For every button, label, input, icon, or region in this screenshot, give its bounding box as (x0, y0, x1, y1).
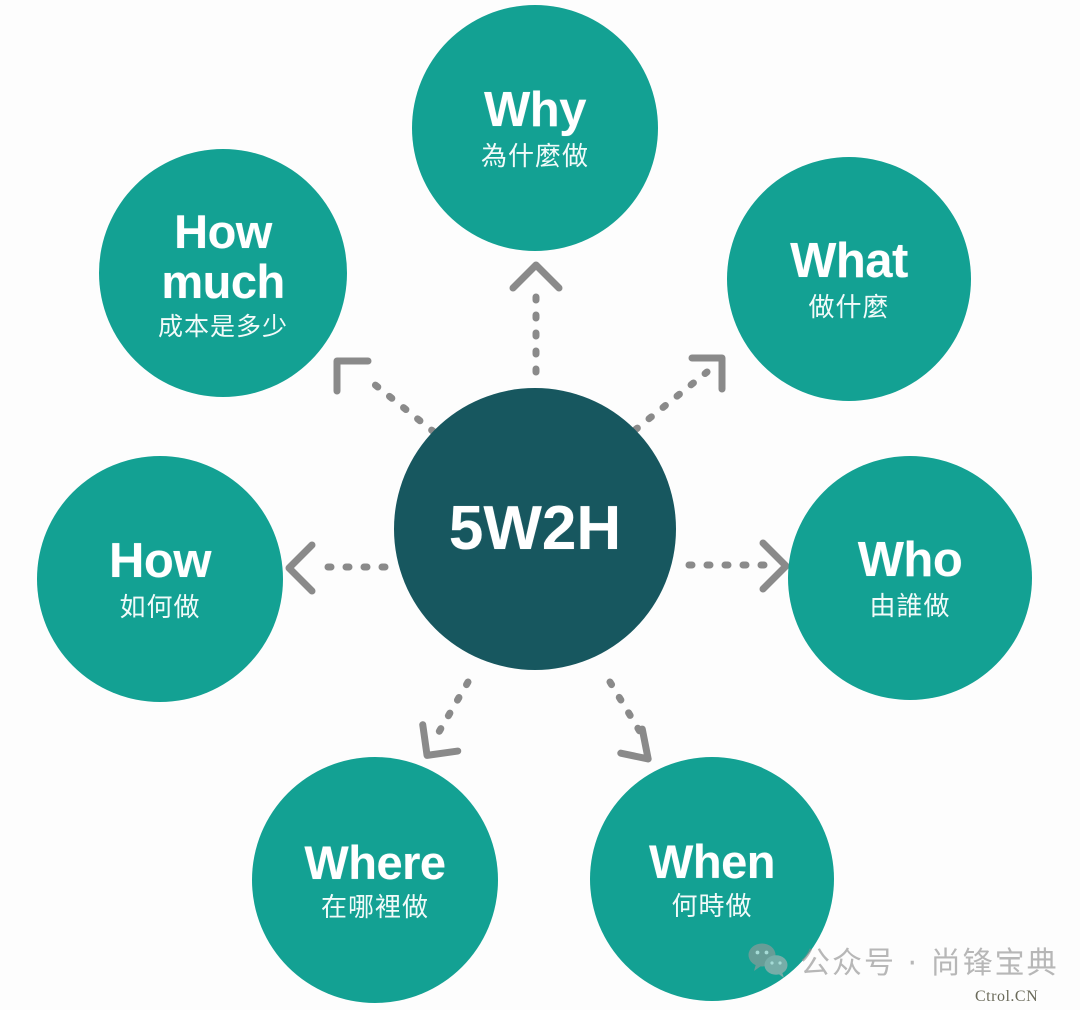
node-who-subtitle: 由誰做 (869, 592, 951, 623)
node-why[interactable]: Why 為什麼做 (412, 5, 658, 251)
node-how-much[interactable]: How much 成本是多少 (99, 149, 347, 397)
node-how-much-title: How much (161, 205, 285, 308)
node-how[interactable]: How 如何做 (37, 456, 283, 702)
node-who-title: Who (857, 532, 963, 587)
hub-node-5w2h[interactable]: 5W2H (394, 388, 676, 670)
node-where[interactable]: Where 在哪裡做 (252, 757, 498, 1003)
node-what-title: What (790, 233, 908, 288)
node-what[interactable]: What 做什麼 (727, 157, 971, 401)
watermark-badge: Ctrol.CN (975, 988, 1039, 1005)
node-where-subtitle: 在哪裡做 (320, 893, 429, 924)
node-who[interactable]: Who 由誰做 (788, 456, 1032, 700)
node-how-subtitle: 如何做 (119, 593, 201, 624)
node-when-title: When (649, 834, 775, 888)
node-where-title: Where (304, 835, 446, 889)
arrow-to-why (509, 261, 563, 376)
node-why-subtitle: 為什麼做 (480, 142, 589, 173)
arrow-to-what (631, 354, 726, 434)
arrow-to-where (419, 678, 472, 759)
node-when-subtitle: 何時做 (671, 892, 753, 923)
node-how-much-subtitle: 成本是多少 (157, 311, 288, 341)
arrow-to-when (606, 678, 652, 763)
node-what-subtitle: 做什麼 (808, 293, 890, 324)
watermark: 公众号 · 尚锋宝典 (748, 938, 1059, 982)
wechat-icon (748, 943, 788, 978)
node-when[interactable]: When 何時做 (590, 757, 834, 1001)
node-why-title: Why (484, 82, 586, 137)
hub-label: 5W2H (448, 494, 622, 564)
arrow-to-who (685, 539, 790, 593)
watermark-text: 公众号 · 尚锋宝典 (800, 946, 1059, 981)
arrow-to-how-much (333, 357, 438, 436)
node-how-title: How (109, 533, 211, 588)
arrow-to-how (285, 541, 389, 595)
